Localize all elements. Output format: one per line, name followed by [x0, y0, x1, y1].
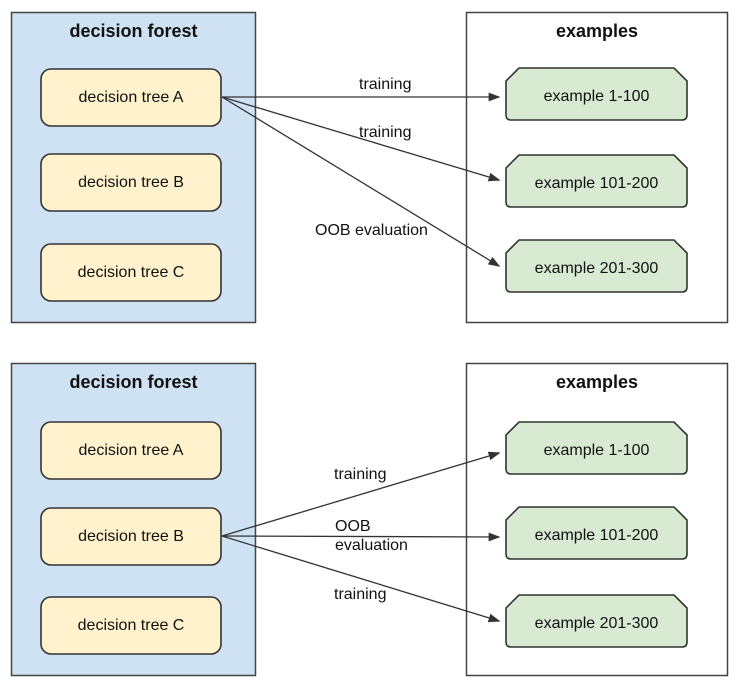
tree-label-a-top: decision tree A [78, 88, 184, 106]
forest-title-top: decision forest [69, 21, 198, 41]
example-label-3-top: example 201-300 [534, 259, 659, 277]
example-node-2-top [505, 154, 688, 208]
example-node-2-bottom [505, 506, 688, 560]
arrow-label-oob-bottom: OOB evaluation [335, 518, 408, 554]
arrow-label-training-2-bottom: training [334, 586, 387, 603]
forest-title-bottom: decision forest [69, 372, 198, 392]
arrow-label-training-1-top: training [359, 76, 412, 93]
tree-label-b-bottom: decision tree B [78, 527, 184, 545]
arrow-oob-evaluation-top [221, 96, 501, 267]
example-node-3-bottom [505, 594, 688, 648]
tree-label-a-bottom: decision tree A [78, 441, 184, 459]
example-label-3-bottom: example 201-300 [534, 614, 659, 632]
tree-node-a-top [40, 68, 222, 127]
tree-label-c-top: decision tree C [77, 263, 185, 281]
example-label-1-bottom: example 1-100 [543, 441, 650, 459]
tree-node-a-bottom [40, 421, 222, 480]
examples-title-top: examples [555, 21, 639, 41]
example-node-1-top [505, 67, 688, 121]
tree-node-c-top [40, 243, 222, 302]
arrow-training-2-bottom [221, 535, 501, 623]
arrow-training-1-bottom [221, 451, 501, 537]
arrow-label-training-1-bottom: training [334, 466, 387, 483]
tree-label-c-bottom: decision tree C [77, 616, 185, 634]
tree-node-b-bottom [40, 507, 222, 566]
example-node-3-top [505, 239, 688, 293]
tree-label-b-top: decision tree B [78, 173, 184, 191]
tree-node-b-top [40, 153, 222, 212]
arrow-label-training-2-top: training [359, 124, 412, 141]
arrow-label-oob-top: OOB evaluation [315, 222, 428, 239]
example-label-1-top: example 1-100 [543, 87, 650, 105]
tree-node-c-bottom [40, 596, 222, 655]
example-label-2-top: example 101-200 [534, 174, 659, 192]
arrow-training-2-top [221, 96, 501, 182]
example-node-1-bottom [505, 421, 688, 475]
example-label-2-bottom: example 101-200 [534, 526, 659, 544]
arrow-oob-evaluation-bottom [221, 532, 501, 542]
examples-title-bottom: examples [555, 372, 639, 392]
